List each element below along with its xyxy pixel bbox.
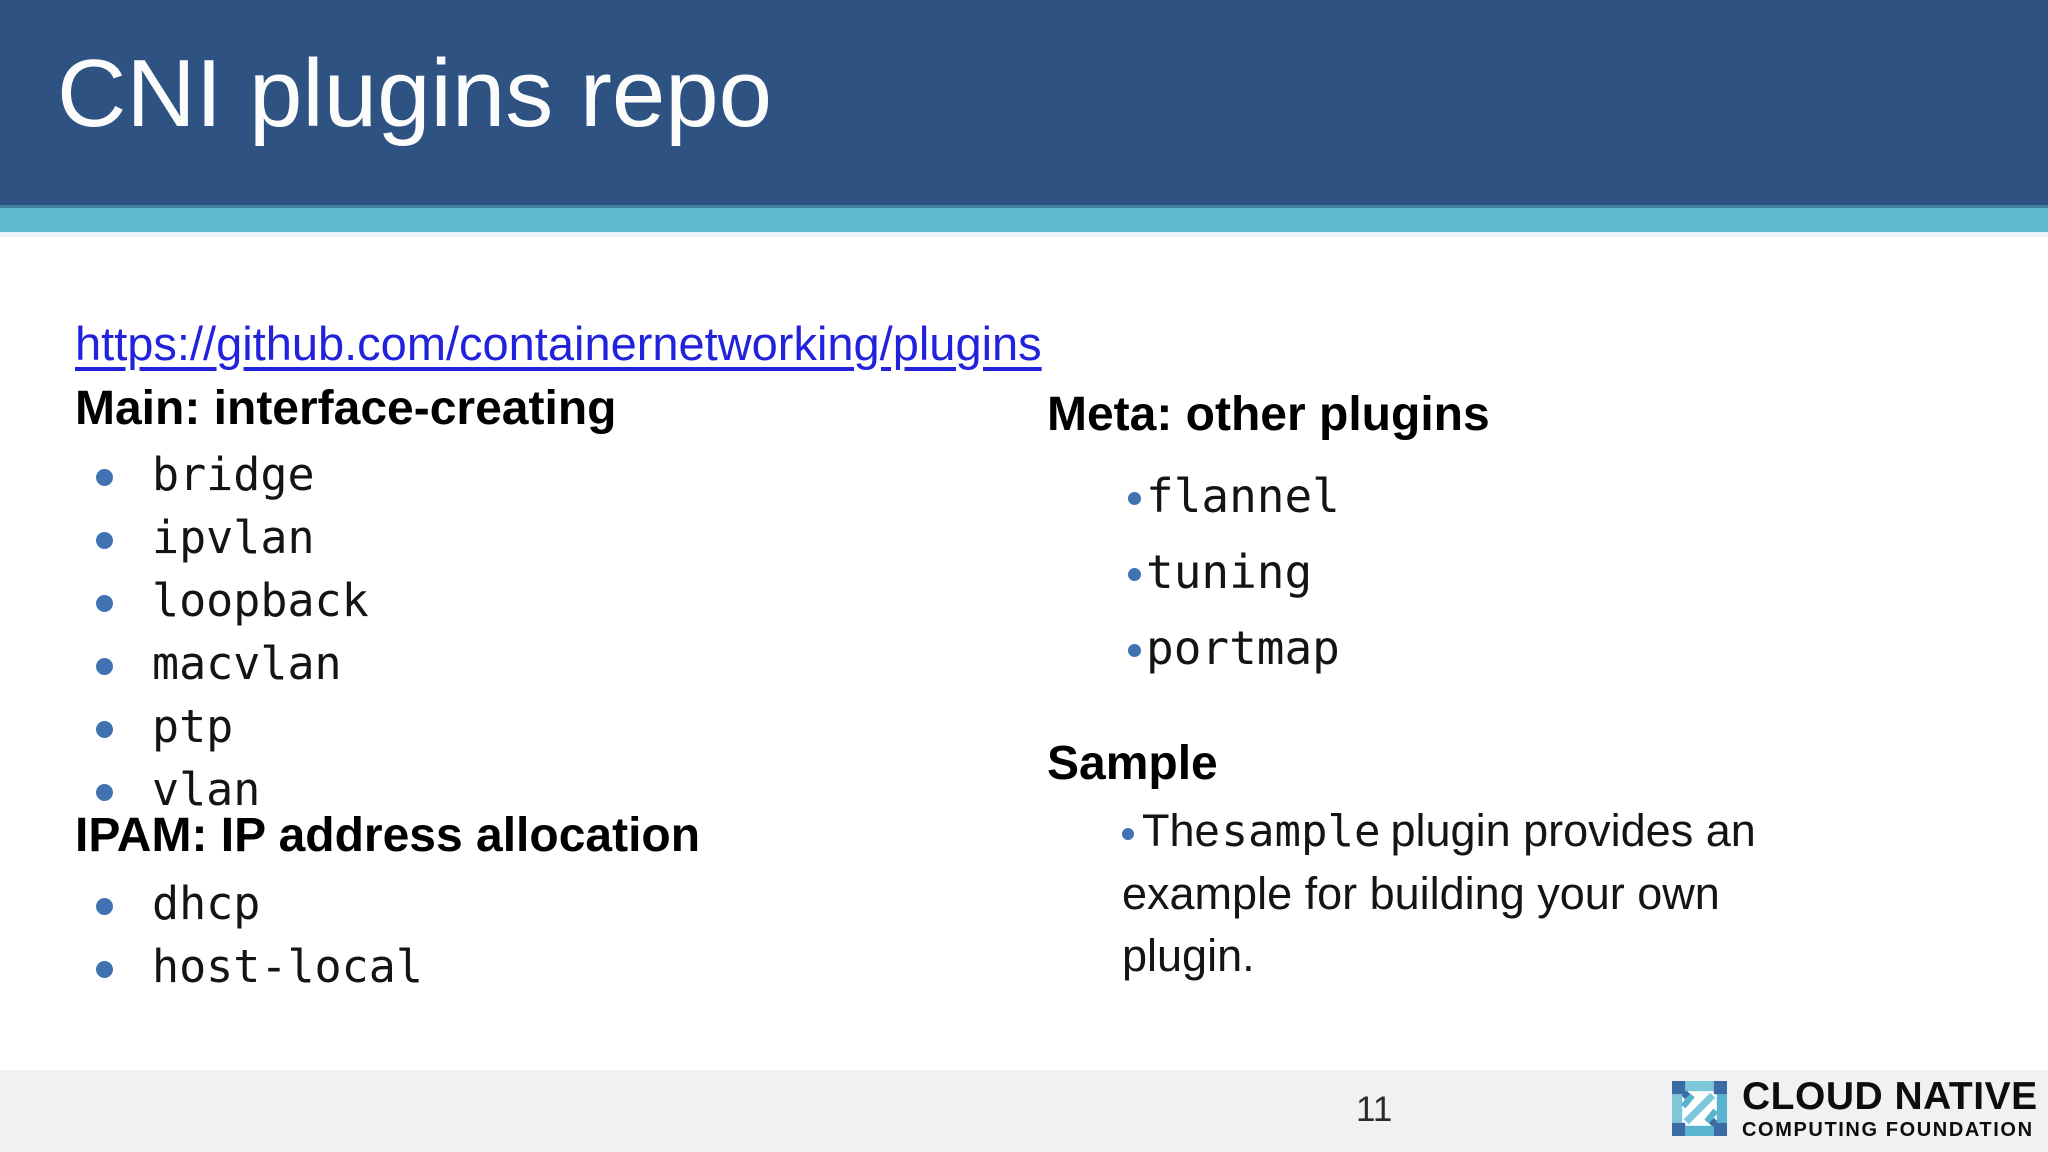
sample-text-before: The <box>1142 805 1220 856</box>
repo-link[interactable]: https://github.com/containernetworking/p… <box>75 317 1042 370</box>
main-plugin-list: bridge ipvlan loopback macvlan ptp vlan <box>96 443 369 821</box>
list-item: ptp <box>96 695 369 758</box>
heading-sample: Sample <box>1047 737 1218 790</box>
list-item: dhcp <box>96 872 423 935</box>
slide-title: CNI plugins repo <box>57 40 773 147</box>
cncf-logo-line2: COMPUTING FOUNDATION <box>1742 1119 2034 1141</box>
list-item: bridge <box>96 443 369 506</box>
cncf-logo-text: CLOUD NATIVE COMPUTING FOUNDATION <box>1742 1077 2038 1140</box>
header-band: CNI plugins repo <box>0 0 2048 205</box>
list-item: macvlan <box>96 632 369 695</box>
cncf-logo-line1: CLOUD NATIVE <box>1742 1075 2038 1118</box>
bullet-dot-icon <box>1122 828 1134 840</box>
cncf-logo: CLOUD NATIVE COMPUTING FOUNDATION <box>1672 1077 2038 1140</box>
meta-plugin-list: flannel tuning portmap <box>1128 458 1340 686</box>
list-item: tuning <box>1128 534 1340 610</box>
sample-text-after: plugin provides an example for building … <box>1122 805 1756 981</box>
heading-ipam-allocation: IPAM: IP address allocation <box>75 809 701 862</box>
list-item: portmap <box>1128 610 1340 686</box>
heading-meta-other-plugins: Meta: other plugins <box>1047 388 1490 441</box>
list-item: ipvlan <box>96 506 369 569</box>
accent-bar <box>0 205 2048 232</box>
list-item: host-local <box>96 935 423 998</box>
cncf-logo-icon <box>1672 1081 1727 1136</box>
sample-code: sample <box>1221 806 1381 857</box>
accent-glow <box>0 232 2048 237</box>
list-item: loopback <box>96 569 369 632</box>
ipam-plugin-list: dhcp host-local <box>96 872 423 998</box>
page-number: 11 <box>1356 1090 1393 1129</box>
list-item: vlan <box>96 758 369 821</box>
list-item: flannel <box>1128 458 1340 534</box>
heading-main-interface-creating: Main: interface-creating <box>75 382 617 435</box>
